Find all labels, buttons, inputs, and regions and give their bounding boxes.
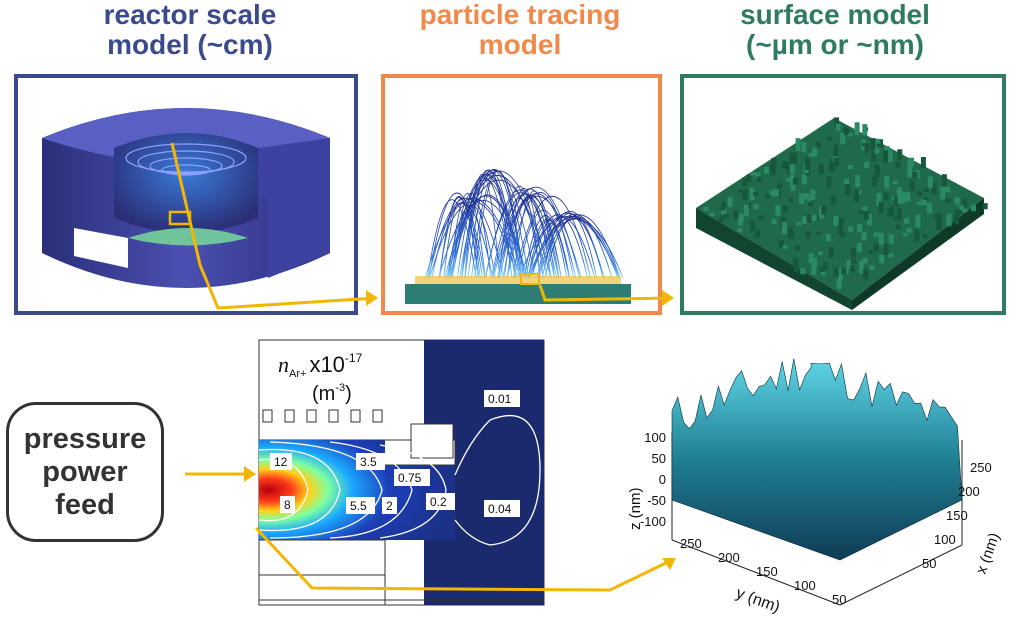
arrow-reactor-to-particle <box>170 142 377 310</box>
contour-label: 0.75 <box>398 471 422 485</box>
surface-side-left <box>696 208 852 310</box>
z-tick-label: 100 <box>644 430 666 445</box>
reactor-model-panel <box>14 74 358 315</box>
x-tick-label: 250 <box>970 460 992 475</box>
z-ticks: 100 50 0 -50 -100 <box>640 430 666 529</box>
surface-mesh <box>671 358 963 561</box>
y-ticks: 250 200 150 100 50 <box>680 536 846 607</box>
contour-label-box <box>280 496 295 513</box>
surface-3d-plot: z (nm) y (nm) x (nm) 100 50 0 -50 -100 250 20… <box>627 358 1004 616</box>
particle-trajectories <box>424 168 624 279</box>
input-power: power <box>42 455 128 488</box>
header-reactor-line2: model (~cm) <box>107 29 273 60</box>
reactor-chamber <box>114 133 258 233</box>
arrowhead-2 <box>662 290 674 306</box>
contour-label: 8 <box>284 498 291 512</box>
contour-label: 0.2 <box>430 495 447 509</box>
contour-label-box <box>346 497 375 514</box>
density-plot: nAr+x10-17 (m-3) 12 8 3.5 5.5 2 0.75 0.2 0.04 0.… <box>258 339 545 606</box>
surface-model-panel <box>680 74 1006 315</box>
contour-label: 5.5 <box>350 499 367 513</box>
x-tick-label: 50 <box>922 556 936 571</box>
z-tick-label: 0 <box>659 472 666 487</box>
contour-label-box <box>270 453 292 470</box>
header-reactor-line1: reactor scale <box>103 0 277 30</box>
surface-voxels <box>703 117 988 289</box>
y-tick-label: 150 <box>756 564 778 579</box>
y-axis-label: y (nm) <box>734 585 782 616</box>
x-tick-label: 200 <box>958 484 980 499</box>
x-tick-label: 150 <box>946 508 968 523</box>
contour-label-box <box>382 497 397 514</box>
density-contours <box>258 415 541 546</box>
density-unit: (m-3) <box>312 382 352 405</box>
arrow-particle-to-surface <box>538 284 673 302</box>
header-surface-line1: surface model <box>740 0 930 30</box>
z-tick-label: 50 <box>652 451 666 466</box>
arrowhead-4 <box>662 558 676 570</box>
z-axis-label: z (nm) <box>627 488 644 531</box>
header-particle-line2: model <box>478 29 562 60</box>
inputs-box: pressure power feed <box>6 402 164 542</box>
x-tick-label: 100 <box>934 532 956 547</box>
arrowhead-1 <box>366 290 378 306</box>
arrowhead-3 <box>244 466 256 482</box>
reactor-render <box>42 108 330 288</box>
reactor-cut-slot <box>74 228 128 268</box>
header-reactor-scale: reactor scale model (~cm) <box>40 0 340 60</box>
z-tick-label: -50 <box>647 493 666 508</box>
input-pressure: pressure <box>23 422 147 455</box>
reactor-wafer <box>128 228 248 246</box>
contour-label: 12 <box>274 455 288 469</box>
header-particle-tracing: particle tracing model <box>380 0 660 60</box>
particle-highlight-box <box>520 273 540 285</box>
contour-label: 0.04 <box>488 502 512 516</box>
coil-markers <box>262 409 383 423</box>
particle-impact-zone <box>415 276 621 284</box>
contour-label-box <box>484 500 520 517</box>
flow-arrows <box>170 142 673 592</box>
density-title: nAr+x10-17 <box>278 351 363 380</box>
contour-labels: 12 8 3.5 5.5 2 0.75 0.2 0.04 0.01 <box>270 390 520 517</box>
contour-label: 2 <box>386 499 393 513</box>
arrow-density-to-surface3d <box>254 526 673 592</box>
surface-voxel-render <box>696 117 988 310</box>
arrow-heads <box>244 290 676 570</box>
header-surface-model: surface model (~µm or ~nm) <box>680 0 990 60</box>
contour-label-box <box>484 390 520 407</box>
y-tick-label: 250 <box>680 536 702 551</box>
density-field <box>259 440 455 540</box>
x-axis-label: x (nm) <box>973 531 1004 577</box>
contour-label-box <box>426 493 455 510</box>
y-tick-label: 50 <box>832 592 846 607</box>
contour-label-box <box>394 469 430 486</box>
contour-label: 3.5 <box>360 455 377 469</box>
input-feed: feed <box>55 488 115 521</box>
reactor-coils <box>125 143 247 176</box>
z-tick-label: -100 <box>640 514 666 529</box>
y-tick-label: 100 <box>794 578 816 593</box>
header-particle-line1: particle tracing <box>419 0 621 30</box>
contour-label: 0.01 <box>488 392 512 406</box>
particle-model-panel <box>381 74 662 315</box>
contour-label-box <box>356 453 385 470</box>
y-tick-label: 200 <box>718 550 740 565</box>
x-ticks: 250 200 150 100 50 <box>922 460 992 571</box>
header-surface-line2: (~µm or ~nm) <box>746 29 924 60</box>
